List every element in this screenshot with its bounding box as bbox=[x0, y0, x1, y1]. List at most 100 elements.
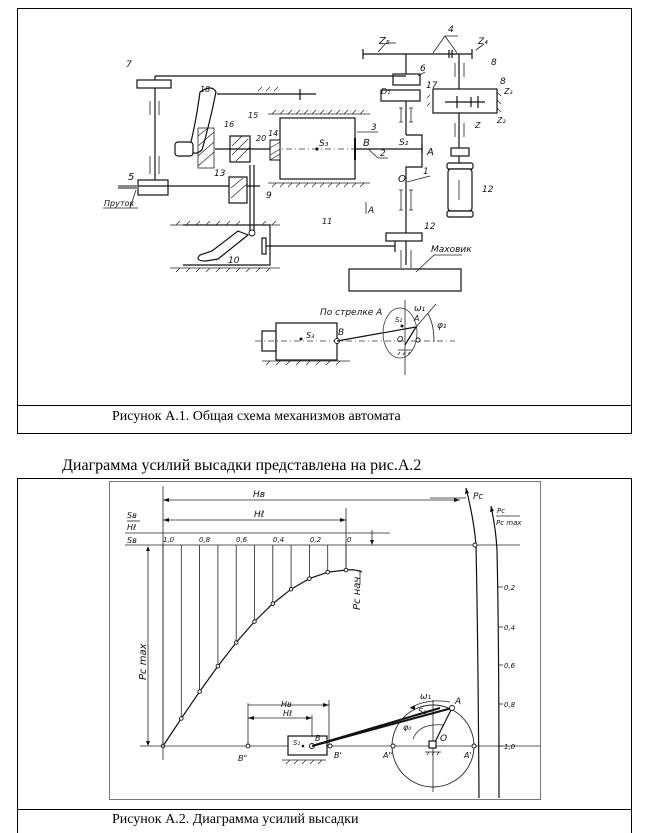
label-5: 5 bbox=[128, 172, 134, 183]
curve-point bbox=[215, 663, 221, 669]
left-mechanism bbox=[118, 75, 406, 273]
label-view-o: O bbox=[397, 335, 403, 344]
label-view-s2: S₂ bbox=[395, 316, 402, 324]
y-tick-0-6: 0,6 bbox=[504, 662, 516, 670]
label-3: 3 bbox=[371, 123, 377, 133]
label-pc-ratio-den: Pc max bbox=[496, 519, 522, 527]
label-z2: Z₂ bbox=[496, 116, 506, 125]
curve-point bbox=[197, 689, 202, 694]
curve-point bbox=[252, 619, 257, 624]
bearing-marks bbox=[399, 107, 413, 268]
label-a-double-prime: A" bbox=[382, 751, 392, 760]
top-dimensions bbox=[125, 486, 520, 760]
label-15: 15 bbox=[248, 111, 258, 120]
figure-2-inner-frame bbox=[109, 481, 541, 800]
lower-slider-crank bbox=[245, 700, 477, 792]
x-scale-labels: 1,0 0,8 0,6 0,4 0,2 0 bbox=[163, 536, 352, 544]
label-10: 10 bbox=[228, 256, 240, 266]
label-view-s3: S₃ bbox=[306, 331, 314, 340]
label-view-title: По стрелке А bbox=[320, 308, 382, 318]
gear-reducer-8 bbox=[426, 54, 502, 148]
x-tick-0-6: 0,6 bbox=[236, 536, 248, 544]
label-13: 13 bbox=[214, 169, 226, 179]
label-view-b: B bbox=[338, 328, 344, 338]
label-1: 1 bbox=[423, 167, 429, 177]
figure-1-caption-box bbox=[17, 405, 632, 434]
x-tick-0-2: 0,2 bbox=[310, 536, 322, 544]
label-hl-low: Hℓ bbox=[283, 709, 292, 718]
flywheel bbox=[348, 268, 462, 292]
label-flywheel: Маховик bbox=[431, 245, 472, 255]
x-tick-0: 0 bbox=[347, 536, 352, 544]
figure-1-mechanism-schematic: Z₅ 4 Z₄ 6 17 D₁ A O 1 A S₃ B S₂ 2 3 14 bbox=[103, 25, 513, 375]
figure-1-caption: Рисунок А.1. Общая схема механизмов авто… bbox=[112, 409, 401, 424]
label-z3: Z₃ bbox=[503, 87, 513, 96]
label-a: A bbox=[426, 147, 434, 158]
label-s2: S₂ bbox=[399, 138, 409, 148]
part-14 bbox=[269, 139, 281, 161]
label-view-phi: φ₁ bbox=[437, 321, 447, 331]
figure-2-caption-divider bbox=[17, 809, 632, 810]
y-tick-0-2: 0,2 bbox=[504, 584, 516, 592]
label-4: 4 bbox=[448, 25, 454, 35]
label-18: 18 bbox=[200, 85, 210, 94]
label-2: 2 bbox=[380, 149, 386, 159]
label-pc-start: Pc нач bbox=[352, 577, 363, 610]
y-tick-0-8: 0,8 bbox=[504, 701, 516, 709]
curve-point bbox=[307, 576, 312, 581]
label-sb-num: Sв bbox=[127, 511, 137, 520]
label-pc-ratio-num: Pc bbox=[497, 507, 505, 515]
label-b-prime: B' bbox=[334, 751, 342, 760]
view-along-arrow-a bbox=[255, 300, 455, 375]
label-phi: φ₀ bbox=[403, 723, 412, 732]
label-o: O bbox=[398, 174, 406, 185]
label-rod: Пруток bbox=[104, 199, 134, 208]
label-view-a: A bbox=[413, 314, 419, 323]
force-curve bbox=[162, 569, 363, 747]
label-b-point: B bbox=[315, 734, 321, 743]
curve-point bbox=[288, 586, 294, 592]
label-b-double-prime: B" bbox=[238, 754, 247, 763]
label-d1: D₁ bbox=[381, 87, 390, 96]
label-s1: S₁ bbox=[293, 739, 300, 747]
label-view-omega: ω₁ bbox=[414, 304, 426, 314]
label-a-point: A bbox=[454, 697, 461, 707]
label-7: 7 bbox=[126, 60, 132, 70]
force-diagram: Hв Hℓ Sв Hℓ Sв 1,0 0,8 0,6 0,4 0,2 0 Pc … bbox=[125, 486, 540, 799]
label-z5: Z₅ bbox=[378, 36, 390, 47]
curve-point bbox=[233, 640, 239, 645]
y-tick-0-4: 0,4 bbox=[504, 624, 515, 632]
label-z4: Z₄ bbox=[477, 37, 488, 47]
y-scale-labels: 0,2 0,4 0,6 0,8 1,0 bbox=[498, 584, 516, 751]
electric-motor bbox=[446, 147, 474, 218]
label-z: Z bbox=[474, 121, 481, 130]
label-sb: Sв bbox=[127, 536, 137, 545]
force-curve-ordinates bbox=[162, 545, 347, 746]
label-s2-point: S₂ bbox=[418, 707, 427, 716]
part-6-cam bbox=[392, 73, 421, 86]
label-14: 14 bbox=[268, 129, 278, 138]
label-section-a: A bbox=[367, 206, 374, 216]
label-hb-low: Hв bbox=[281, 700, 292, 709]
figure-2-frame bbox=[17, 478, 632, 833]
part-17-cam bbox=[380, 89, 421, 102]
label-20: 20 bbox=[256, 134, 266, 143]
force-curve-points bbox=[160, 567, 349, 749]
curve-point bbox=[179, 716, 184, 721]
y-tick-1-0: 1,0 bbox=[504, 743, 516, 751]
label-9: 9 bbox=[266, 191, 272, 201]
curve-point bbox=[343, 567, 349, 573]
pc-axis bbox=[465, 487, 480, 799]
label-b: B bbox=[363, 138, 370, 149]
label-a-prime: A' bbox=[463, 751, 472, 760]
pc-ratio-axis bbox=[490, 505, 500, 799]
label-b8: 8 bbox=[500, 77, 506, 87]
label-16: 16 bbox=[224, 120, 234, 129]
curve-point bbox=[325, 569, 330, 575]
intro-paragraph: Диаграмма усилий высадки представлена на… bbox=[62, 457, 422, 474]
label-sb-den: Hℓ bbox=[127, 523, 136, 532]
label-6: 6 bbox=[420, 64, 426, 74]
x-tick-0-4: 0,4 bbox=[273, 536, 284, 544]
label-hb-top: Hв bbox=[253, 490, 265, 500]
label-hl-top: Hℓ bbox=[254, 510, 265, 520]
